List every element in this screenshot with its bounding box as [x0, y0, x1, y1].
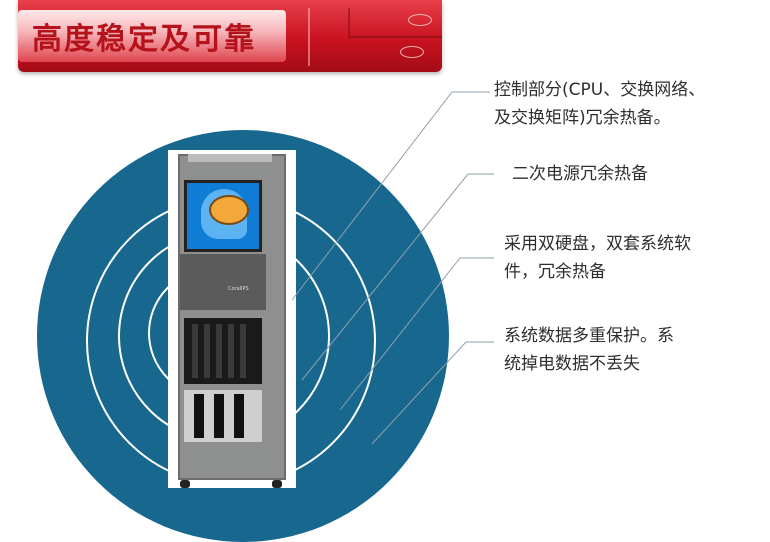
rack-top	[188, 154, 272, 162]
rack-wheel	[272, 480, 282, 488]
callout-line2: 件，冗余热备	[504, 262, 606, 282]
card-slot	[192, 324, 198, 378]
power-module	[234, 394, 244, 438]
power-module	[194, 394, 204, 438]
callout-line1: 二次电源冗余热备	[512, 164, 648, 184]
server-rack-image: CoralIPS	[168, 150, 296, 488]
card-chassis	[184, 318, 262, 384]
callout-line2: 统掉电数据不丢失	[504, 354, 640, 374]
callout-line1: 采用双硬盘，双套系统软	[504, 234, 691, 254]
power-chassis	[184, 390, 262, 442]
title-box	[18, 10, 286, 62]
callout-disk-redundancy: 采用双硬盘，双套系统软 件，冗余热备	[504, 230, 691, 286]
callout-control-redundancy: 控制部分(CPU、交换网络、 及交换矩阵)冗余热备。	[494, 76, 705, 132]
callout-line1: 系统数据多重保护。系	[504, 326, 674, 346]
callout-line	[291, 91, 490, 301]
card-slot	[216, 324, 222, 378]
card-slot	[204, 324, 210, 378]
card-slot	[240, 324, 246, 378]
callout-lines	[291, 91, 494, 445]
front-panel: CoralIPS	[180, 254, 266, 310]
callout-line2: 及交换矩阵)冗余热备。	[494, 108, 671, 128]
brand-logo-icon	[408, 14, 432, 26]
brand-logo-icon	[400, 46, 424, 58]
title-banner: 高度稳定及可靠	[18, 0, 442, 72]
callout-line1: 控制部分(CPU、交换网络、	[494, 80, 706, 100]
callout-power-redundancy: 二次电源冗余热备	[512, 160, 648, 188]
callout-line	[371, 341, 494, 445]
power-module	[214, 394, 224, 438]
monitor	[184, 180, 262, 252]
page-title: 高度稳定及可靠	[32, 22, 256, 57]
banner-decoration	[348, 8, 442, 38]
brain-icon	[209, 195, 249, 225]
card-slot	[228, 324, 234, 378]
callout-line	[301, 173, 494, 381]
callout-line	[339, 257, 494, 411]
callout-data-protection: 系统数据多重保护。系 统掉电数据不丢失	[504, 322, 674, 378]
rack-wheel	[180, 480, 190, 488]
banner-decoration	[308, 8, 310, 66]
brand-label: CoralIPS	[228, 286, 249, 292]
